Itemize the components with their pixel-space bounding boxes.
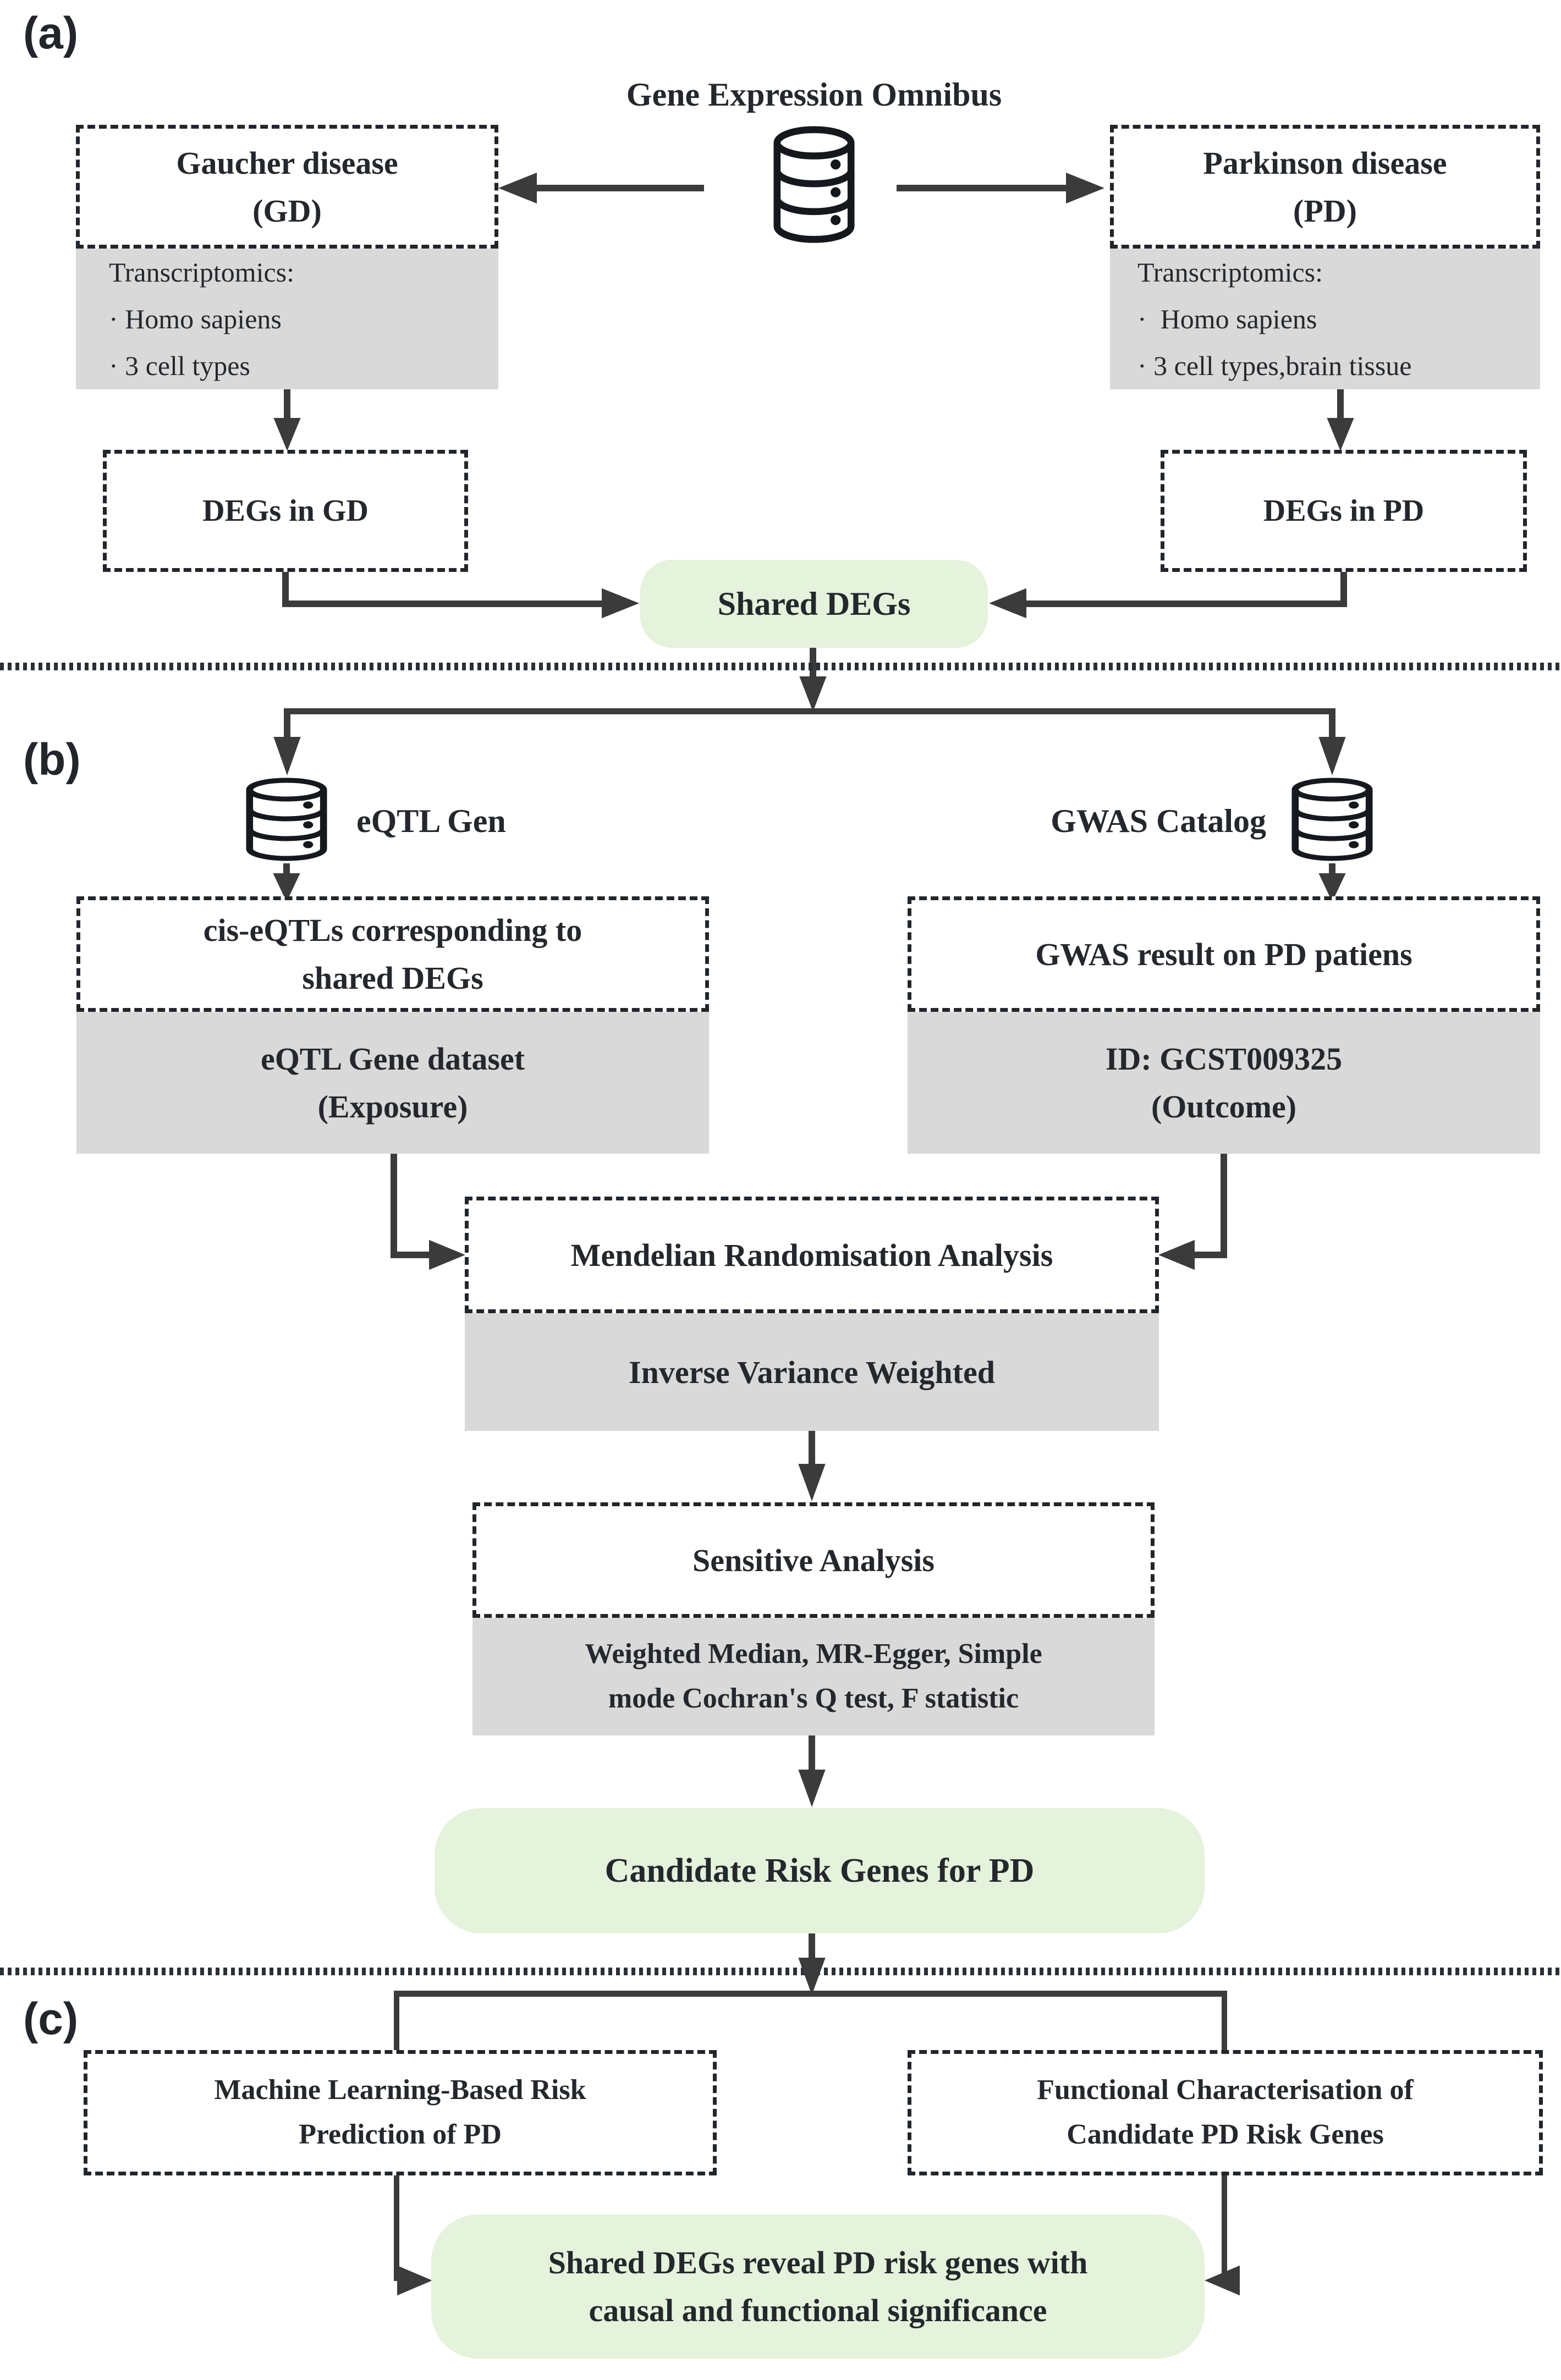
ml-risk-line2: Prediction of PD <box>299 2119 502 2150</box>
cis-eqtl-line1: cis-eQTLs corresponding to <box>203 912 582 948</box>
branch-c-line <box>396 1991 1227 1997</box>
degs-gd-label: DEGs in GD <box>202 494 369 528</box>
arrow-outcome-head <box>1158 1239 1195 1270</box>
conclusion-line1: Shared DEGs reveal PD risk genes with <box>548 2245 1088 2280</box>
arrow-geo-to-pd-line <box>897 185 1068 191</box>
arrow-degsgd-head <box>602 588 639 619</box>
parkinson-title: Parkinson disease <box>1203 145 1447 181</box>
branch-b-right-drop <box>1329 708 1335 740</box>
branch-b-left-head <box>273 737 301 775</box>
arrow-exposure-elbow-horizontal <box>391 1252 435 1258</box>
arrow-gd-to-degs-head <box>273 418 301 451</box>
degs-pd-box: DEGs in PD <box>1161 450 1527 572</box>
outcome-line1: ID: GCST009325 <box>1105 1041 1343 1077</box>
arrow-degsgd-elbow-vertical <box>282 572 289 607</box>
parkinson-transcriptomics-box: Transcriptomics: · Homo sapiens · 3 cell… <box>1110 249 1540 389</box>
gwas-database-icon <box>1291 778 1373 861</box>
arrow-ml-out-head <box>397 2265 432 2296</box>
section-divider-1 <box>0 663 1561 670</box>
arrow-exposure-elbow-vertical <box>391 1154 397 1258</box>
functional-line1: Functional Characterisation of <box>1037 2074 1414 2106</box>
arrow-ivw-down-line <box>809 1431 815 1467</box>
ivw-box: Inverse Variance Weighted <box>465 1313 1159 1431</box>
mendelian-label: Mendelian Randomisation Analysis <box>570 1237 1053 1273</box>
arrow-candidate-down-line <box>809 1933 815 1962</box>
cis-eqtl-box: cis-eQTLs corresponding to shared DEGs <box>76 896 709 1012</box>
gwas-result-label: GWAS result on PD patiens <box>1035 936 1412 972</box>
parkinson-detail-line: Transcriptomics: <box>1137 256 1323 288</box>
exposure-line2: (Exposure) <box>317 1089 468 1125</box>
gaucher-detail-line: Transcriptomics: <box>109 256 295 288</box>
arrow-geo-to-pd-head <box>1066 172 1104 204</box>
arrow-ivw-down-head <box>798 1464 826 1501</box>
outcome-box: ID: GCST009325 (Outcome) <box>908 1012 1540 1154</box>
parkinson-detail-line: · Homo sapiens <box>1137 303 1317 334</box>
sensitivity-methods-box: Weighted Median, MR-Egger, Simple mode C… <box>472 1618 1155 1736</box>
arrow-degspd-elbow-horizontal <box>1024 600 1347 607</box>
arrow-methods-down-head <box>798 1770 826 1807</box>
arrow-degsgd-elbow-horizontal <box>282 600 604 607</box>
branch-b-right-head <box>1318 737 1346 775</box>
parkinson-detail-line: · 3 cell types,brain tissue <box>1137 350 1412 381</box>
conclusion-line2: causal and functional significance <box>589 2293 1047 2328</box>
ivw-label: Inverse Variance Weighted <box>629 1354 995 1390</box>
parkinson-disease-box: Parkinson disease (PD) <box>1110 125 1540 249</box>
ml-risk-line1: Machine Learning-Based Risk <box>214 2074 586 2106</box>
arrow-ml-out-line <box>394 2175 399 2281</box>
gaucher-detail-line: · 3 cell types <box>109 350 250 381</box>
arrow-outcome-elbow-vertical <box>1221 1154 1227 1258</box>
section-a-label: (a) <box>23 8 79 58</box>
cis-eqtl-line2: shared DEGs <box>302 960 483 996</box>
exposure-line1: eQTL Gene dataset <box>260 1041 525 1077</box>
sensitivity-methods-line1: Weighted Median, MR-Egger, Simple <box>585 1638 1042 1670</box>
degs-gd-box: DEGs in GD <box>103 450 468 572</box>
gaucher-title: Gaucher disease <box>176 145 398 181</box>
gaucher-detail-line: · Homo sapiens <box>109 303 282 334</box>
functional-characterisation-box: Functional Characterisation of Candidate… <box>908 2050 1543 2175</box>
arrow-shared-down-head <box>799 676 827 712</box>
arrow-degspd-elbow-vertical <box>1340 572 1347 607</box>
arrow-methods-down-line <box>809 1736 815 1774</box>
arrow-pd-to-degs-head <box>1327 418 1354 451</box>
candidate-risk-genes-box: Candidate Risk Genes for PD <box>435 1808 1205 1933</box>
section-c-label: (c) <box>23 1994 79 2044</box>
conclusion-box: Shared DEGs reveal PD risk genes with ca… <box>431 2214 1205 2359</box>
arrow-functional-out-line <box>1222 2175 1227 2281</box>
outcome-line2: (Outcome) <box>1151 1089 1297 1125</box>
mendelian-randomisation-box: Mendelian Randomisation Analysis <box>465 1197 1159 1313</box>
sensitivity-methods-line2: mode Cochran's Q test, F statistic <box>608 1683 1019 1714</box>
arrow-candidate-down-head <box>798 1958 826 1995</box>
eqtl-database-icon <box>246 778 327 861</box>
geo-database-icon <box>773 126 855 243</box>
functional-line2: Candidate PD Risk Genes <box>1067 2119 1384 2150</box>
gaucher-subtitle: (GD) <box>252 192 322 229</box>
candidate-risk-genes-label: Candidate Risk Genes for PD <box>604 1852 1035 1889</box>
arrow-geo-to-gd-line <box>534 185 704 191</box>
shared-degs-label: Shared DEGs <box>717 585 911 622</box>
branch-c-right-drop <box>1222 1991 1227 2050</box>
exposure-box: eQTL Gene dataset (Exposure) <box>76 1012 709 1154</box>
section-b-label: (b) <box>23 735 81 785</box>
eqtl-db-label: eQTL Gen <box>356 802 506 839</box>
branch-c-left-drop <box>394 1991 399 2050</box>
gwas-result-box: GWAS result on PD patiens <box>908 896 1540 1012</box>
shared-degs-box: Shared DEGs <box>640 560 988 648</box>
gwas-db-label: GWAS Catalog <box>1051 802 1266 839</box>
arrow-pd-to-degs-line <box>1337 389 1344 421</box>
branch-b-line <box>284 708 1335 714</box>
gaucher-disease-box: Gaucher disease (GD) <box>76 125 498 249</box>
arrow-exposure-head <box>429 1239 465 1270</box>
arrow-degspd-head <box>989 588 1026 619</box>
parkinson-subtitle: (PD) <box>1293 192 1357 229</box>
gaucher-transcriptomics-box: Transcriptomics: · Homo sapiens · 3 cell… <box>76 249 498 389</box>
branch-b-left-drop <box>284 708 290 740</box>
ml-risk-prediction-box: Machine Learning-Based Risk Prediction o… <box>84 2050 717 2175</box>
arrow-geo-to-gd-head <box>498 172 537 204</box>
section-divider-2 <box>0 1968 1561 1975</box>
arrow-gd-to-degs-line <box>284 389 290 421</box>
sensitive-analysis-box: Sensitive Analysis <box>472 1502 1155 1618</box>
geo-title: Gene Expression Omnibus <box>626 76 1002 113</box>
degs-pd-label: DEGs in PD <box>1263 494 1425 528</box>
sensitive-analysis-label: Sensitive Analysis <box>692 1542 935 1578</box>
